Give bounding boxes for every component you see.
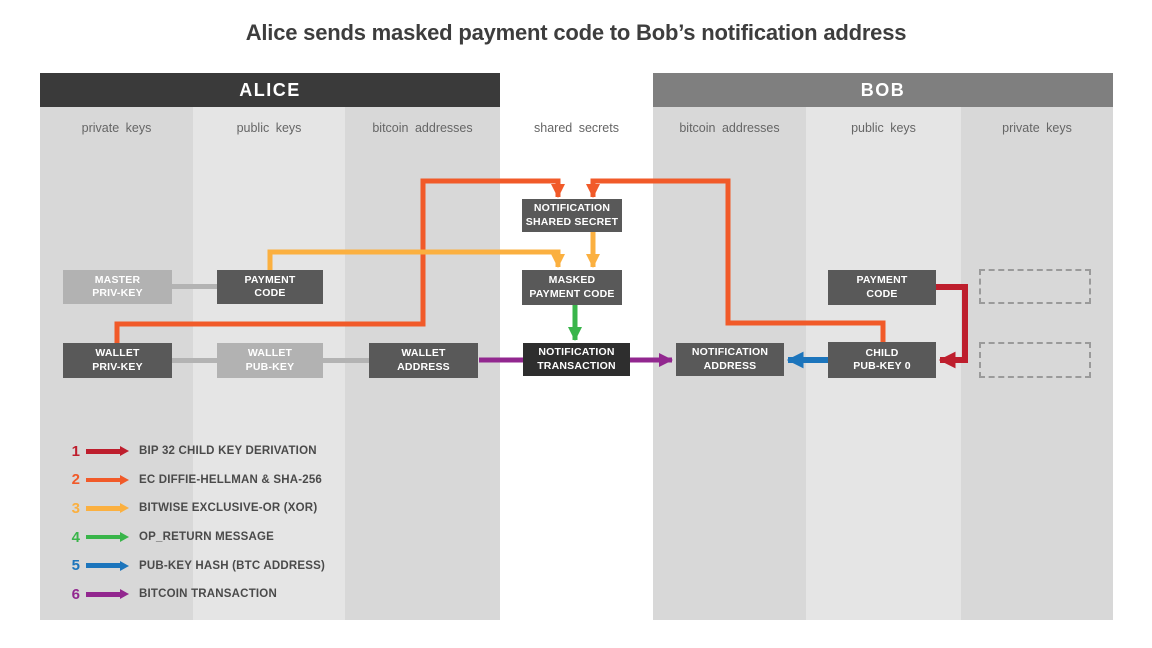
legend-arrow-head: [120, 589, 129, 600]
legend-arrow-head: [120, 532, 129, 543]
box-notification-transaction: NOTIFICATION TRANSACTION: [523, 343, 630, 376]
legend: 1 BIP 32 CHILD KEY DERIVATION 2 EC DIFFI…: [63, 437, 325, 609]
legend-arrow-line: [86, 477, 120, 483]
legend-item-xor: 3 BITWISE EXCLUSIVE-OR (XOR): [63, 494, 325, 523]
legend-number: 1: [71, 442, 80, 460]
legend-label: BITWISE EXCLUSIVE-OR (XOR): [139, 502, 318, 515]
legend-arrow-line: [86, 563, 120, 568]
box-wallet-address: WALLET ADDRESS: [369, 343, 478, 378]
legend-arrow-line: [86, 534, 120, 540]
bob-header: BOB: [653, 73, 1113, 107]
box-master-priv-key: MASTER PRIV-KEY: [63, 270, 172, 304]
legend-label: BIP 32 CHILD KEY DERIVATION: [139, 445, 317, 458]
legend-label: EC DIFFIE-HELLMAN & SHA-256: [139, 473, 323, 486]
bob-private-keys-band: [961, 107, 1113, 620]
legend-item-bip32: 1 BIP 32 CHILD KEY DERIVATION: [63, 437, 325, 466]
box-wallet-priv-key: WALLET PRIV-KEY: [63, 343, 172, 378]
column-label-alice-btc-addresses: bitcoin addresses: [372, 121, 473, 135]
connector-pubkey-to-address: [323, 358, 369, 363]
legend-arrow-head: [120, 503, 129, 514]
column-label-alice-public-keys: public keys: [236, 121, 302, 135]
legend-arrow-line: [86, 592, 120, 597]
legend-item-bitcoin-transaction: 6 BITCOIN TRANSACTION: [63, 580, 325, 609]
column-label-alice-private-keys: private keys: [81, 121, 152, 135]
column-label-bob-private-keys: private keys: [1002, 121, 1072, 135]
connector-master-to-paymentcode: [172, 284, 217, 289]
legend-item-ecdh: 2 EC DIFFIE-HELLMAN & SHA-256: [63, 466, 325, 495]
box-bob-dashed-lower: [979, 342, 1091, 378]
legend-arrow-line: [86, 449, 120, 454]
box-wallet-pub-key: WALLET PUB-KEY: [217, 343, 323, 378]
legend-label: PUB-KEY HASH (BTC ADDRESS): [139, 559, 326, 572]
legend-arrow-head: [120, 446, 129, 457]
column-label-bob-btc-addresses: bitcoin addresses: [679, 121, 780, 135]
page-title: Alice sends masked payment code to Bob’s…: [245, 20, 907, 45]
legend-number: 4: [71, 528, 80, 546]
legend-label: BITCOIN TRANSACTION: [139, 588, 277, 601]
box-masked-payment-code: MASKED PAYMENT CODE: [522, 270, 622, 305]
alice-header: ALICE: [40, 73, 500, 107]
legend-number: 2: [71, 471, 80, 489]
box-bob-dashed-upper: [979, 269, 1091, 304]
box-payment-code-bob: PAYMENT CODE: [828, 270, 936, 305]
box-notification-shared-secret: NOTIFICATION SHARED SECRET: [522, 199, 622, 232]
legend-item-pubkey-hash: 5 PUB-KEY HASH (BTC ADDRESS): [63, 551, 325, 580]
legend-label: OP_RETURN MESSAGE: [139, 531, 275, 544]
column-label-bob-public-keys: public keys: [851, 121, 916, 135]
legend-number: 3: [71, 499, 80, 517]
legend-arrow-head: [120, 560, 129, 571]
legend-arrow-head: [120, 474, 129, 485]
legend-item-op-return: 4 OP_RETURN MESSAGE: [63, 523, 325, 552]
legend-number: 6: [71, 585, 80, 603]
box-payment-code-alice: PAYMENT CODE: [217, 270, 323, 304]
connector-privkey-to-pubkey: [172, 358, 217, 363]
legend-arrow-line: [86, 506, 120, 511]
box-notification-address: NOTIFICATION ADDRESS: [676, 343, 784, 376]
legend-number: 5: [71, 557, 80, 575]
box-child-pub-key-0: CHILD PUB-KEY 0: [828, 342, 936, 378]
column-label-shared-secrets: shared secrets: [534, 121, 619, 135]
